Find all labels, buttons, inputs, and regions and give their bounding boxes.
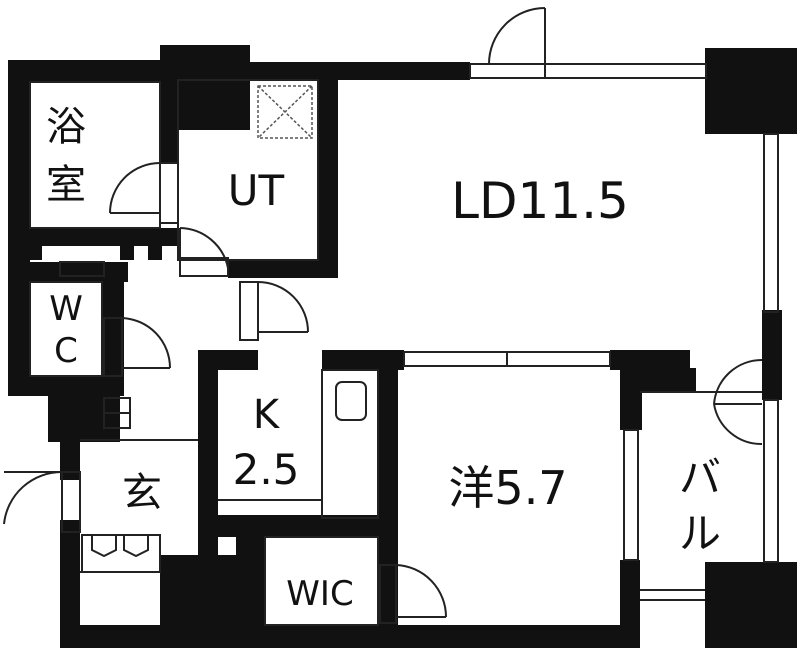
wall-kitchen-western <box>378 350 398 640</box>
wall-top-mid <box>250 62 470 80</box>
window-balcony-left <box>623 429 639 561</box>
wall-wc-bottom <box>8 376 124 396</box>
wall-western-right-low <box>620 560 640 648</box>
wall-column-top-right <box>705 48 797 134</box>
room-label-utility: UT <box>228 166 285 215</box>
wall-dash-3 <box>148 246 162 260</box>
wall-pillar-small <box>236 520 246 560</box>
door-balcony[interactable] <box>713 358 763 446</box>
walls <box>8 45 797 648</box>
room-label-bath-2: 室 <box>46 162 86 208</box>
wall-wc-right <box>102 262 124 392</box>
washing-machine-pan-icon <box>257 85 313 139</box>
wall-column-bottom-right <box>705 562 797 648</box>
wall-ut-right <box>318 78 338 278</box>
room-label-wic: WIC <box>286 574 353 614</box>
wall-bottom <box>60 625 640 648</box>
wall-top-left <box>8 60 168 82</box>
room-label-bath-1: 浴 <box>46 104 86 150</box>
wall-bal-block <box>636 368 696 392</box>
wall-kitchen-left <box>198 350 218 520</box>
wall-entry-column <box>48 394 120 442</box>
wall-pillar-entry <box>198 515 218 555</box>
shoe-cabinet-icon <box>81 534 161 573</box>
meter-box-icon <box>103 397 131 429</box>
wall-left-outer <box>8 60 30 395</box>
room-label-kitchen-2: 2.5 <box>233 445 300 494</box>
wall-dash-2 <box>120 246 134 260</box>
windows <box>403 63 779 601</box>
door-entrance[interactable] <box>3 470 81 533</box>
wall-right-mid <box>762 310 782 400</box>
door-corridor[interactable] <box>239 281 309 341</box>
wall-kitchen-top-left <box>198 350 258 370</box>
door-bath[interactable] <box>109 162 179 224</box>
door-ut[interactable] <box>179 227 229 277</box>
room-label-western-room: 洋5.7 <box>448 461 567 515</box>
wall-dash-1 <box>28 246 42 260</box>
door-ld-top[interactable] <box>488 7 546 65</box>
window-top <box>469 63 707 79</box>
room-label-kitchen-1: K <box>253 392 281 438</box>
door-wic[interactable] <box>379 564 447 624</box>
window-right-bal <box>763 399 779 563</box>
wall-ut-bottom <box>228 260 338 278</box>
sink-icon <box>335 381 367 421</box>
room-label-balcony-1: バ <box>679 453 721 502</box>
wall-entry-left <box>60 440 80 480</box>
wall-bath-ut <box>160 78 178 163</box>
wall-wic-left <box>245 515 265 645</box>
wc-vent-icon <box>59 261 105 277</box>
doors <box>3 7 763 624</box>
room-label-toilet-2: C <box>54 331 78 371</box>
wall-bath-bottom <box>8 228 180 246</box>
room-label-toilet-1: W <box>49 289 83 329</box>
wall-entry-left-low <box>60 520 80 630</box>
room-label-balcony-2: ル <box>679 509 721 558</box>
room-label-living-dining: LD11.5 <box>451 172 629 230</box>
room-label-entrance: 玄 <box>122 470 162 516</box>
door-wc[interactable] <box>103 317 172 377</box>
window-right-ld <box>763 133 779 313</box>
